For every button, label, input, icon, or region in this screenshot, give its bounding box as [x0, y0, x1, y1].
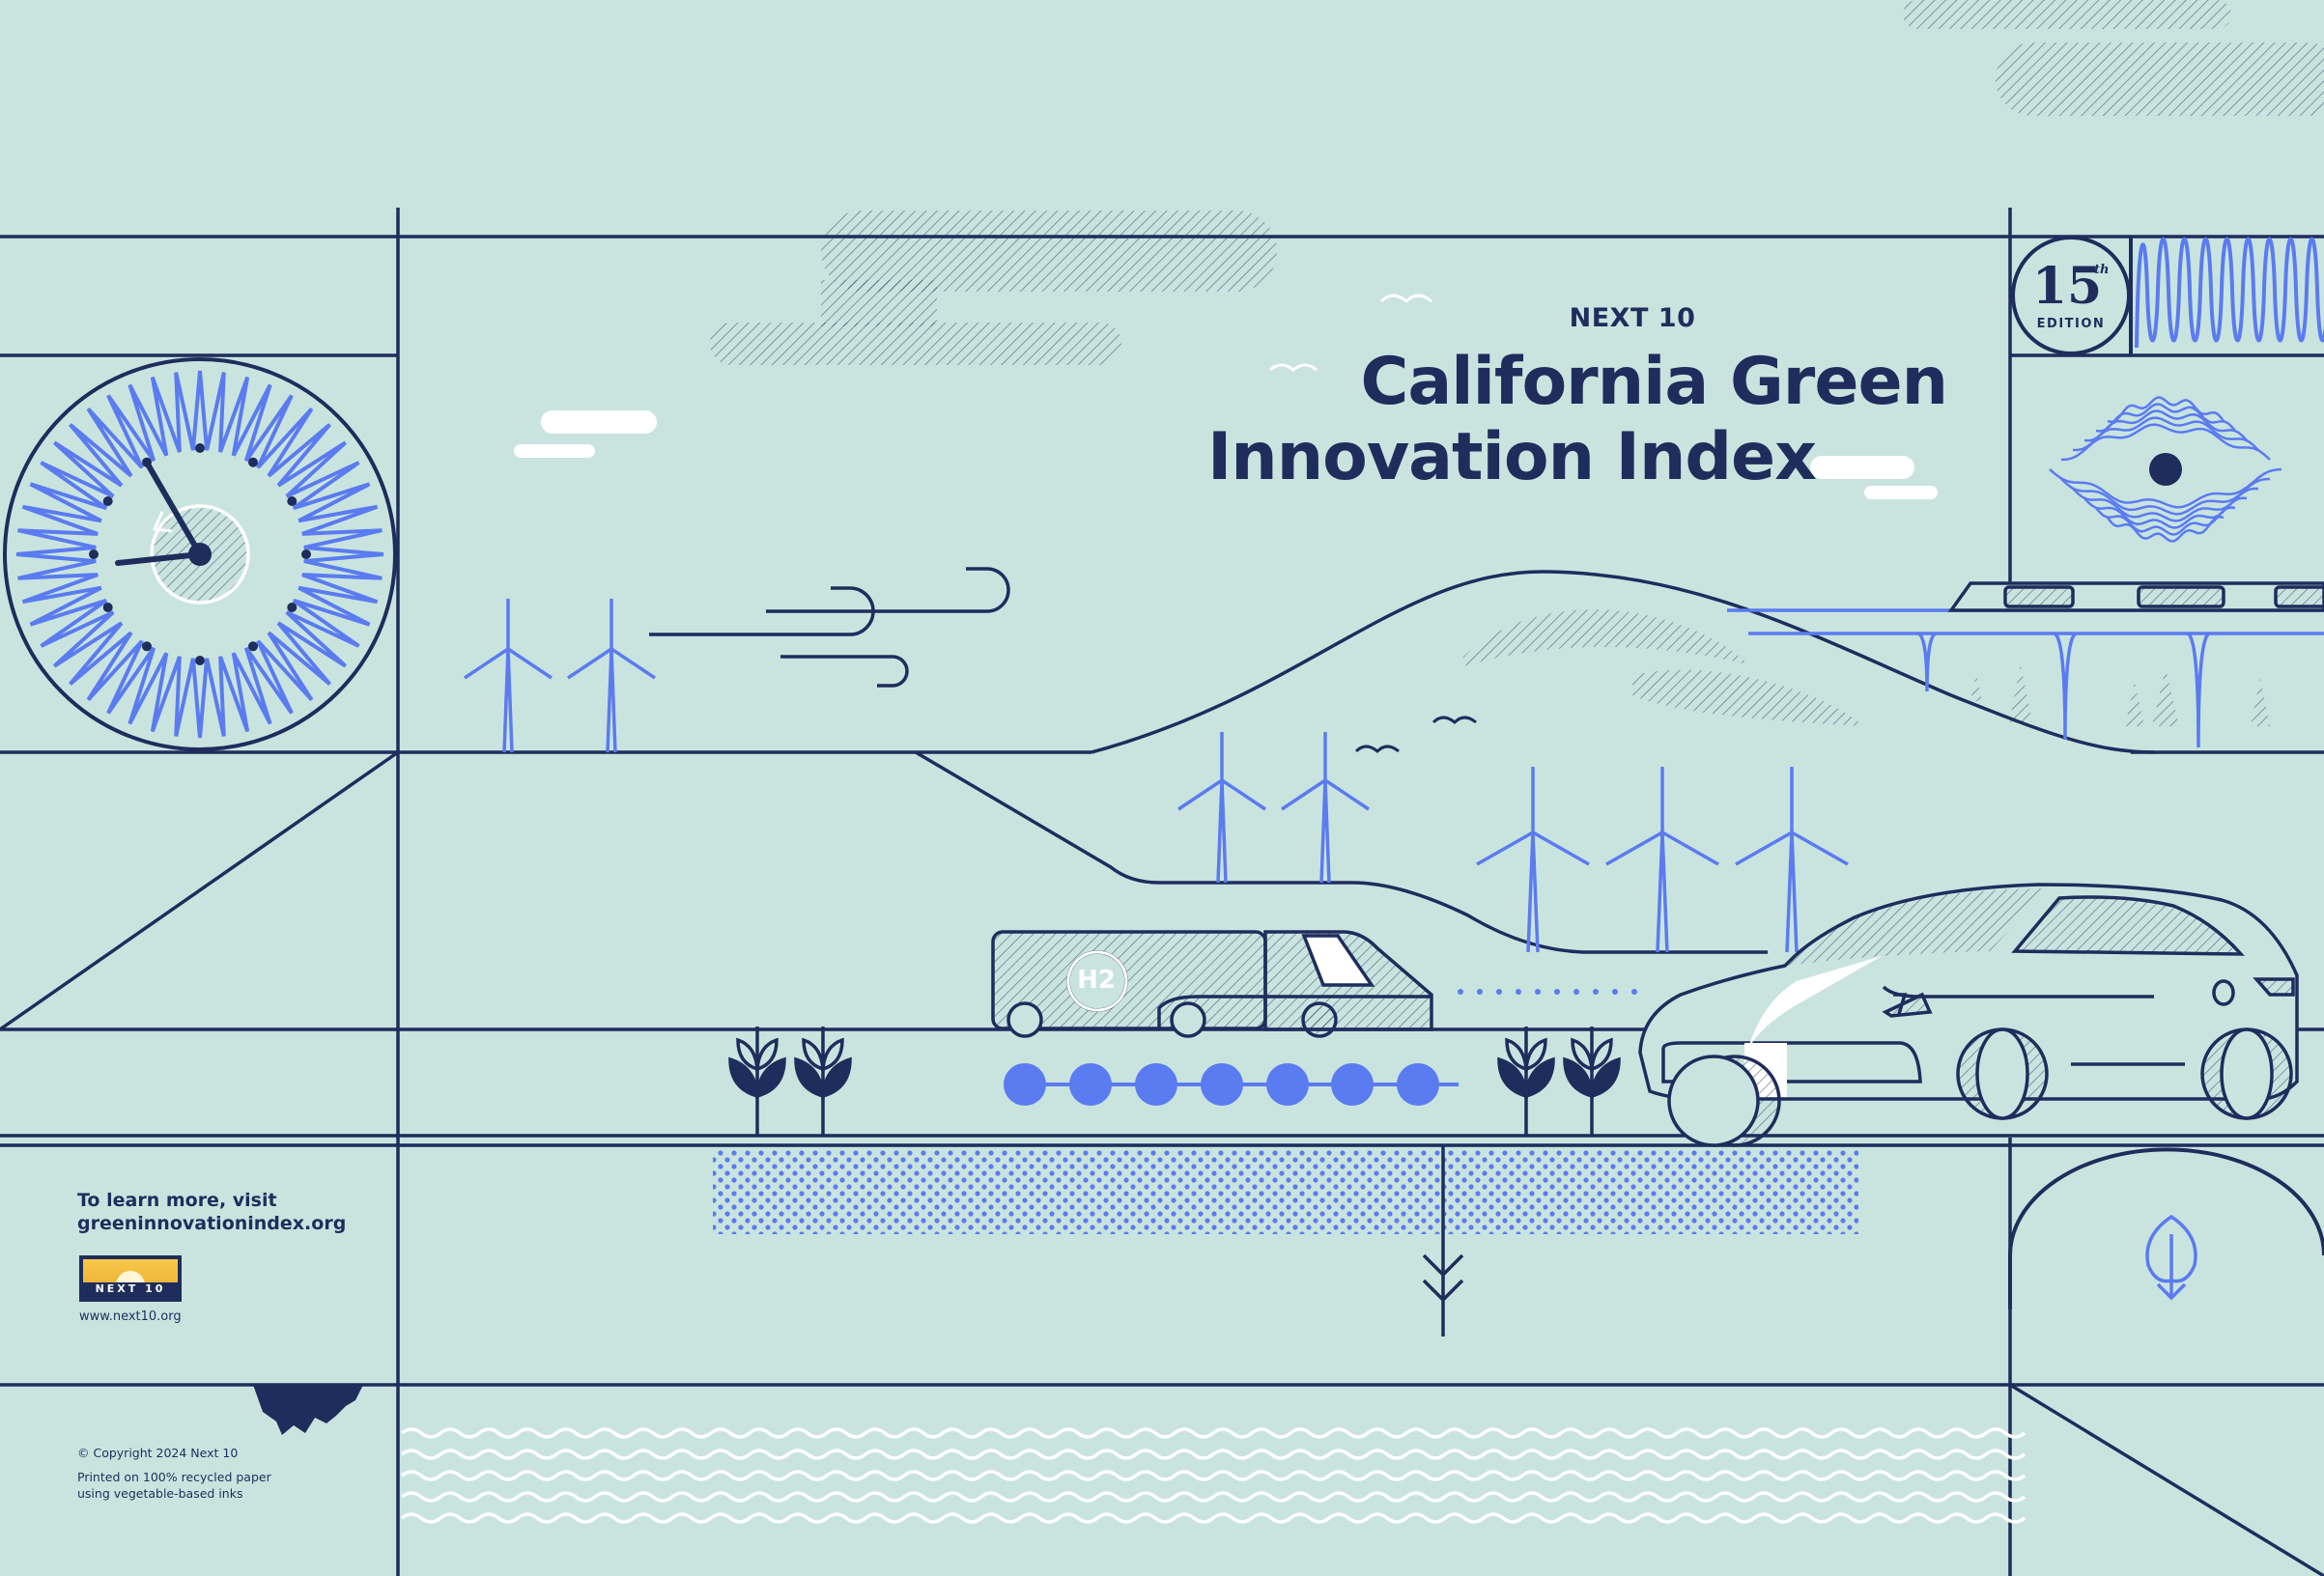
dotted-field	[713, 1149, 1858, 1234]
page-title-line-2: Innovation Index	[1207, 419, 1817, 495]
battery-chain	[1004, 1063, 1459, 1106]
train	[1727, 581, 2324, 748]
website-link[interactable]: www.next10.org	[79, 1309, 182, 1324]
print-note-line-2: using vegetable-based inks	[77, 1486, 243, 1501]
learn-more-text: To learn more, visit	[77, 1190, 277, 1211]
h2-truck	[991, 930, 1433, 1038]
copyright-text: © Copyright 2024 Next 10	[77, 1446, 239, 1460]
edition-badge	[2011, 236, 2324, 355]
h2-label: H2	[1077, 966, 1116, 995]
print-note-line-1: Printed on 100% recycled paper	[77, 1470, 271, 1484]
frame-grid	[0, 208, 2324, 1576]
wind-turbine-icon	[464, 599, 1849, 953]
publisher-name: NEXT 10	[1569, 303, 1696, 333]
jagged-shape	[253, 1385, 363, 1435]
next10-logo: NEXT 10	[79, 1255, 182, 1302]
bird-icon	[1269, 294, 1432, 372]
edition-suffix: th	[2094, 263, 2110, 277]
cloud-icon	[514, 410, 1938, 499]
dotted-connector	[1458, 989, 1637, 995]
water-waves	[400, 1427, 2026, 1524]
wheat-icon	[728, 1027, 1621, 1135]
learn-more-url[interactable]: greeninnovationindex.org	[77, 1213, 347, 1234]
arrow-down-icon	[1422, 1145, 1464, 1337]
wind-gust-icon	[649, 567, 1010, 688]
logo-wordmark: NEXT 10	[95, 1282, 166, 1295]
page-title-line-1: California Green	[1360, 344, 1948, 420]
leaf-arch	[2008, 1147, 2324, 1309]
eye-icon	[2049, 396, 2282, 543]
clock-icon	[3, 357, 397, 751]
edition-label: EDITION	[2036, 317, 2106, 331]
car	[1638, 883, 2299, 1147]
hatched-clouds	[710, 0, 2324, 365]
leaf-icon	[2145, 1214, 2197, 1301]
edition-number: 15	[2031, 257, 2103, 316]
